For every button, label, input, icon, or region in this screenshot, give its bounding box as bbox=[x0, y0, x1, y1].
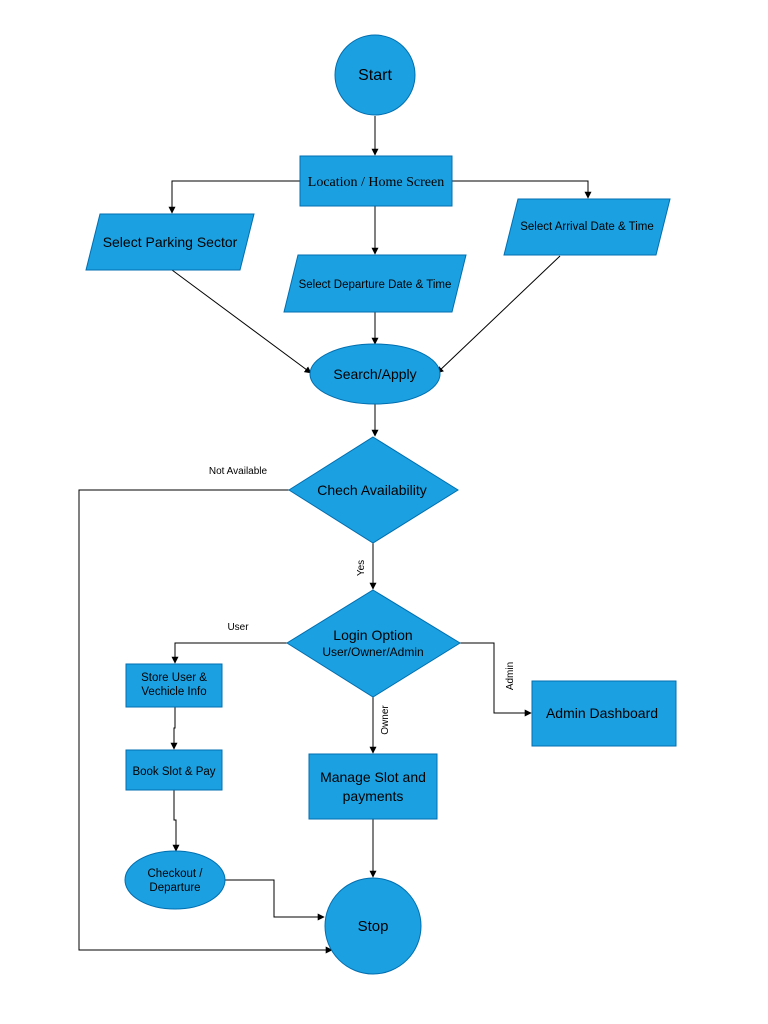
checkout-label-line1: Checkout / bbox=[148, 868, 204, 880]
login-label-line2: User/Owner/Admin bbox=[322, 645, 423, 659]
manage-node bbox=[308, 753, 438, 820]
user-label: User bbox=[227, 622, 249, 633]
stop-node bbox=[324, 877, 422, 975]
departure-label: Select Departure Date & Time bbox=[299, 279, 452, 291]
login-node bbox=[286, 589, 461, 698]
not-available-label: Not Available bbox=[209, 466, 268, 477]
edge-store-book bbox=[170, 707, 178, 750]
checkout-node bbox=[124, 850, 226, 910]
departure-node bbox=[283, 254, 467, 313]
book-label: Book Slot & Pay bbox=[132, 766, 215, 778]
owner-label: Owner bbox=[380, 705, 391, 735]
edge-location-parking-sector bbox=[168, 180, 300, 214]
admin-label: Admin Dashboard bbox=[546, 705, 658, 721]
login-label-line1: Login Option bbox=[333, 627, 412, 643]
manage-label-line1: Manage Slot and bbox=[320, 769, 426, 785]
location-label: Location / Home Screen bbox=[308, 175, 444, 190]
edge-checkout-stop bbox=[225, 879, 325, 921]
checkout-label-line2: Departure bbox=[149, 882, 200, 894]
availability-node bbox=[288, 436, 459, 544]
store-label-line1: Store User & bbox=[141, 672, 207, 684]
edge-location-arrival bbox=[452, 180, 592, 199]
start-label: Start bbox=[358, 67, 392, 84]
start-node bbox=[334, 34, 416, 116]
store-node bbox=[125, 663, 223, 708]
admin-edge-label: Admin bbox=[505, 662, 516, 690]
edge-availability-not-available bbox=[78, 489, 333, 954]
location-node bbox=[299, 155, 453, 207]
edge-login-store bbox=[171, 642, 287, 664]
edge-labels: Not Available Yes User Owner Admin bbox=[209, 466, 516, 735]
edge-login-admin bbox=[460, 642, 532, 717]
arrival-node bbox=[503, 198, 671, 256]
manage-label-line2: payments bbox=[343, 788, 404, 804]
edge-parking-sector-search bbox=[171, 269, 312, 374]
edge-arrival-search bbox=[436, 255, 561, 374]
edges bbox=[78, 116, 592, 954]
availability-label: Chech Availability bbox=[317, 482, 426, 498]
store-label-line2: Vechicle Info bbox=[141, 686, 206, 698]
edge-book-checkout bbox=[172, 790, 180, 852]
search-node bbox=[309, 343, 441, 405]
admin-node bbox=[531, 680, 677, 747]
nodes bbox=[85, 34, 677, 975]
yes-label: Yes bbox=[356, 560, 367, 576]
search-label: Search/Apply bbox=[333, 366, 416, 382]
arrival-label: Select Arrival Date & Time bbox=[520, 221, 654, 233]
book-node bbox=[125, 749, 223, 791]
parking-sector-label: Select Parking Sector bbox=[103, 234, 238, 250]
parking-sector-node bbox=[85, 213, 255, 271]
stop-label: Stop bbox=[358, 918, 389, 935]
node-labels: Start Location / Home Screen Select Park… bbox=[103, 67, 658, 935]
